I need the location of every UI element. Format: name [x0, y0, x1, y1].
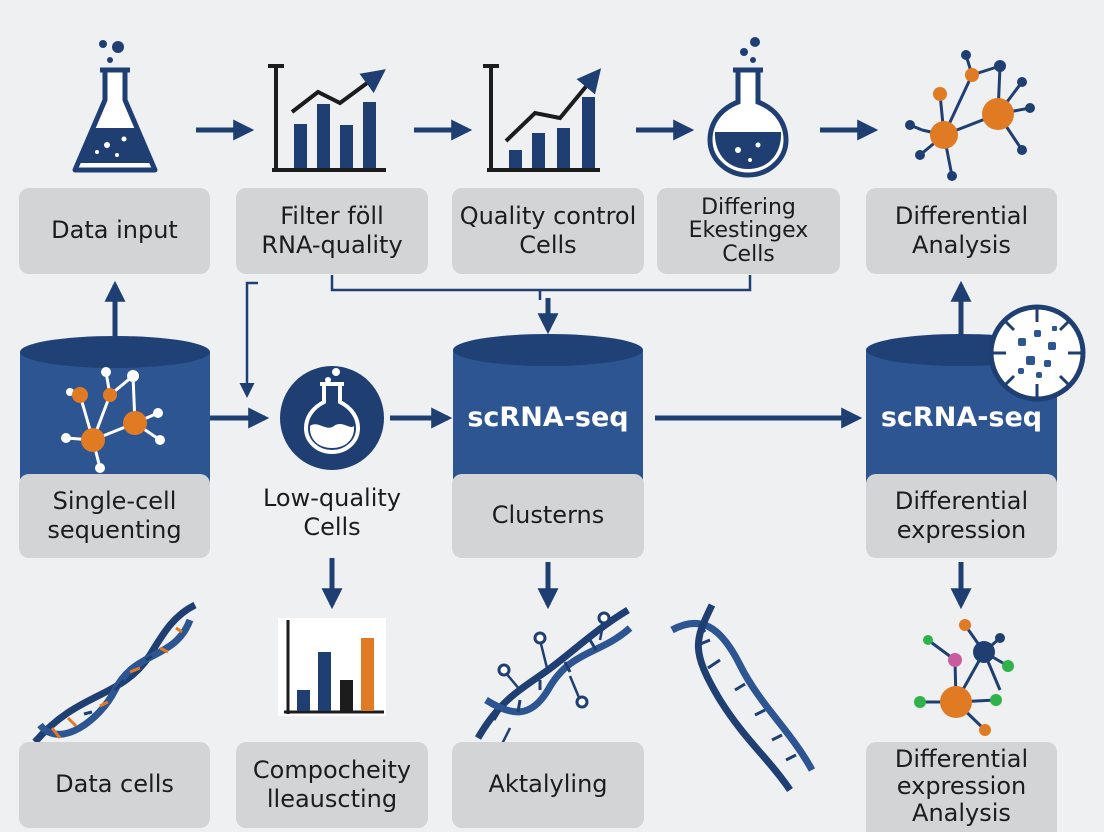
cylinder-title-right: scRNA-seq	[880, 402, 1043, 433]
box-data-input: Data input	[19, 188, 210, 274]
box-filter: Filter föll RNA-quality	[236, 188, 428, 274]
box-differential-analysis: Differential Analysis	[866, 188, 1057, 274]
dna-helix-icon	[32, 601, 197, 745]
label-differential-expression-analysis: Differential expression Analysis	[894, 745, 1029, 827]
box-quality-control: Quality control Cells	[452, 188, 644, 274]
label-low-quality-wrap: Low-quality Cells	[232, 478, 432, 548]
label-compocheity: Compocheity lleauscting	[252, 755, 412, 813]
label-differing: Differing Ekestingex Cells	[688, 195, 809, 267]
box-single-cell: Single-cell sequenting	[19, 474, 210, 558]
flow-arrows	[104, 119, 972, 610]
connector-filter-down	[239, 281, 258, 398]
label-quality-control: Quality control Cells	[459, 201, 637, 259]
box-differing: Differing Ekestingex Cells	[657, 188, 840, 274]
network-graph-icon	[905, 50, 1035, 181]
box-compocheity: Compocheity lleauscting	[236, 742, 428, 828]
label-low-quality: Low-quality Cells	[262, 483, 402, 541]
box-differential-expression: Differential expression	[866, 474, 1057, 558]
label-single-cell: Single-cell sequenting	[47, 486, 182, 544]
box-data-cells: Data cells	[19, 742, 210, 828]
connector-lines	[239, 275, 752, 398]
network-graph-icon	[61, 367, 165, 473]
label-differential-expression: Differential expression	[894, 486, 1029, 544]
network-graph-icon	[914, 619, 1014, 736]
box-clusters: Clusterns	[452, 474, 644, 558]
box-aktalyling: Aktalyling	[452, 742, 644, 828]
bar-chart-trend-icon	[268, 64, 386, 172]
cylinder-title-center: scRNA-seq	[467, 402, 629, 433]
flask-icon	[72, 40, 158, 173]
label-data-input: Data input	[51, 216, 178, 245]
label-aktalyling: Aktalyling	[488, 770, 608, 799]
label-clusters: Clusterns	[491, 501, 605, 530]
label-differential-analysis: Differential Analysis	[894, 201, 1029, 259]
label-filter: Filter föll RNA-quality	[261, 201, 403, 259]
label-data-cells: Data cells	[55, 770, 174, 799]
bar-chart-icon	[278, 618, 386, 716]
bar-chart-trend-icon	[483, 64, 602, 172]
dna-helix-icon	[474, 607, 633, 761]
flask-icon	[707, 37, 789, 178]
cell-target-icon	[988, 304, 1086, 402]
connector-bracket	[330, 275, 752, 292]
dna-helix-icon	[670, 603, 816, 792]
box-differential-expression-analysis: Differential expression Analysis	[866, 742, 1057, 832]
flask-circle-icon	[280, 366, 384, 470]
